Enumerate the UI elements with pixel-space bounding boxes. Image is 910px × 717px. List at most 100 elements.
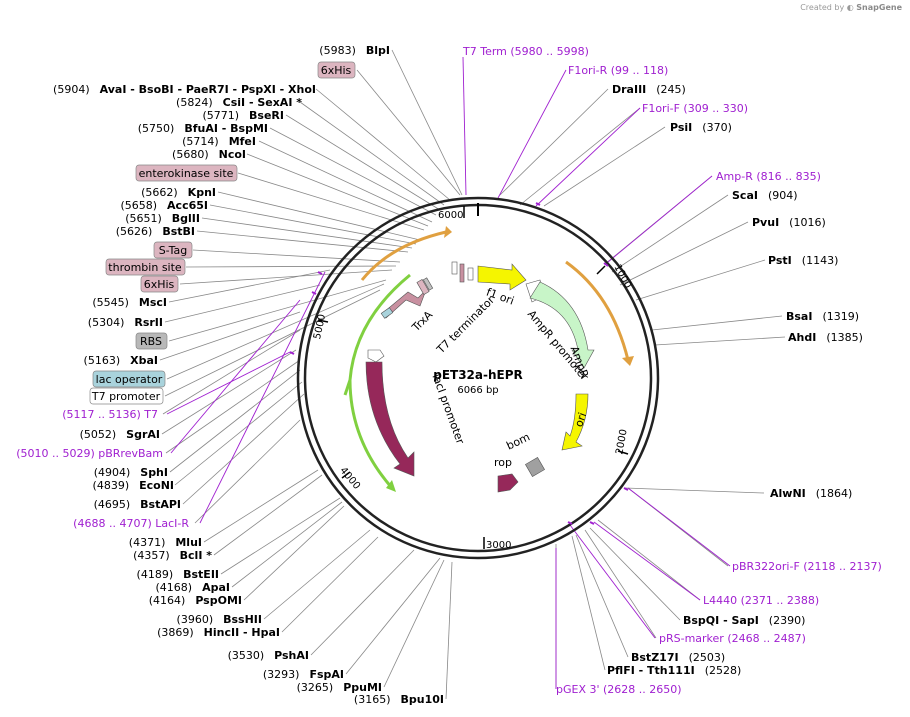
leader-lines (159, 49, 786, 700)
laciprom-feature (367, 349, 385, 363)
enzyme-bsteii: (4189)BstEII (137, 568, 219, 581)
label-bom: bom (504, 430, 532, 452)
enzyme-kpni: (5662)KpnI (141, 186, 216, 199)
primer-ampr: Amp-R (816 .. 835) (716, 170, 821, 183)
enzyme-fspai: (3293)FspAI (263, 668, 344, 681)
credit-brand: SnapGene (856, 3, 902, 12)
enzyme-ncoi: (5680)NcoI (172, 148, 246, 161)
credit-prefix: Created by (800, 3, 845, 12)
enzyme-bfuai: (5750)BfuAI - BspMI (138, 122, 268, 135)
enzyme-ppumi: (3265)PpuMI (297, 681, 382, 694)
tick-label-2000: 2000 (614, 428, 629, 455)
box-thrombin-label: thrombin site (108, 261, 182, 274)
box-6xhis-top: 6xHis (317, 61, 356, 79)
label-laciprom: lacI promoter (429, 372, 467, 446)
laci-feature (365, 361, 415, 477)
box-thrombin: thrombin site (105, 258, 186, 276)
snapgene-logo-icon: ◐ (846, 3, 854, 12)
box-stag-label: S-Tag (159, 244, 188, 257)
plasmid-name: pET32a-hEPR (433, 368, 523, 382)
primer-f1orif: F1ori-F (309 .. 330) (642, 102, 748, 115)
primer-f1orir: F1ori-R (99 .. 118) (568, 64, 668, 77)
enzyme-pspomi: (4164)PspOMI (149, 594, 242, 607)
orange-arc-top-head (444, 226, 452, 238)
orange-arc-top (360, 230, 447, 281)
box-lacop: lac operator (92, 370, 166, 388)
enzyme-bstz17i: BstZ17I(2503) (631, 651, 725, 664)
enzyme-bglii: (5651)BglII (125, 212, 200, 225)
box-rbs: RBS (135, 332, 168, 350)
box-enterokinase: enterokinase site (135, 164, 238, 182)
tick-label-5000: 5000 (312, 313, 328, 340)
enzyme-psti: PstI(1143) (768, 254, 838, 267)
box-t7prom-label: T7 promoter (91, 390, 161, 403)
left-enzyme-labels: (5983)BlpI (5904)AvaI - BsoBI - PaeR7I -… (53, 44, 444, 706)
green-arc-head (386, 480, 396, 492)
box-t7prom: T7 promoter (89, 387, 164, 405)
enzyme-acc65i: (5658)Acc65I (120, 199, 208, 212)
tick-label-6000: 6000 (438, 210, 463, 221)
enzyme-mfei: (5714)MfeI (182, 135, 256, 148)
tick-label-1000: 1000 (611, 263, 633, 291)
enzyme-draiii: DraIII(245) (612, 83, 686, 96)
enzyme-pvui: PvuI(1016) (752, 216, 826, 229)
enzyme-alwni: AlwNI(1864) (770, 487, 852, 500)
plasmid-length: 6066 bp (457, 385, 498, 396)
enzyme-bsai: BsaI(1319) (786, 310, 859, 323)
enzyme-econi: (4839)EcoNI (93, 479, 174, 492)
label-trxa: TrxA (409, 308, 436, 335)
box-6xhis-label: 6xHis (144, 278, 175, 291)
enzyme-bcli: (4357)BclI * (133, 549, 212, 562)
enzyme-bpu10i: (3165)Bpu10I (354, 693, 444, 706)
boxed-feature-labels: 6xHis enterokinase site S-Tag thrombin s… (89, 61, 356, 405)
primer-lacir: (4688 .. 4707) LacI-R (73, 517, 189, 530)
primer-pbrrevbam: (5010 .. 5029) pBRrevBam (16, 447, 163, 460)
bom-feature (525, 457, 545, 477)
enzyme-bstbi: (5626)BstBI (116, 225, 195, 238)
primer-prsmarker: pRS-marker (2468 .. 2487) (659, 632, 806, 645)
enzyme-hincii: (3869)HincII - HpaI (157, 626, 280, 639)
enzyme-ahdi: AhdI(1385) (788, 331, 863, 344)
enzyme-apai: (4168)ApaI (156, 581, 230, 594)
label-laci: lacI (385, 401, 401, 422)
label-rop: rop (494, 456, 512, 469)
box-6xhis: 6xHis (140, 275, 179, 293)
primer-t7term: T7 Term (5980 .. 5998) (462, 45, 589, 58)
orange-arc-right-head (622, 356, 634, 366)
backbone-outer (296, 196, 660, 560)
enzyme-csii: (5824)CsiI - SexAI * (176, 96, 302, 109)
f1ori-feature (477, 263, 527, 291)
box-stag: S-Tag (153, 241, 193, 259)
trxa-small-features (380, 261, 474, 319)
box-rbs-label: RBS (140, 335, 162, 348)
enzyme-psii: PsiI(370) (670, 121, 732, 134)
rop-feature (497, 473, 519, 493)
box-6xhis-top-label: 6xHis (321, 64, 352, 77)
tick-label-4000: 4000 (337, 465, 362, 492)
box-enterokinase-label: enterokinase site (139, 167, 234, 180)
tick-marks (317, 206, 629, 549)
enzyme-bsshii: (3960)BssHII (177, 613, 262, 626)
enzyme-mlui: (4371)MluI (129, 536, 202, 549)
box-lacop-label: lac operator (96, 373, 163, 386)
enzyme-blpi: (5983)BlpI (319, 44, 390, 57)
green-arc-small (343, 379, 352, 396)
enzyme-sgrai: (5052)SgrAI (80, 428, 160, 441)
enzyme-bspqi: BspQI - SapI(2390) (683, 614, 805, 627)
enzyme-bstapi: (4695)BstAPI (94, 498, 181, 511)
enzyme-pshai: (3530)PshAI (228, 649, 309, 662)
label-t7terminator: T7 terminator (434, 293, 498, 357)
enzyme-xbai: (5163)XbaI (84, 354, 158, 367)
enzyme-msci: (5545)MscI (92, 296, 167, 309)
ampr-feature (529, 281, 595, 369)
primer-leaders (166, 56, 731, 689)
right-enzyme-labels: DraIII(245) PsiI(370) ScaI(904) PvuI(101… (607, 83, 863, 677)
orange-arc-right (565, 260, 630, 361)
enzyme-sphi: (4904)SphI (94, 466, 168, 479)
primer-t7: (5117 .. 5136) T7 (62, 408, 158, 421)
enzyme-bseri: (5771)BseRI (202, 109, 284, 122)
primer-pgex3: pGEX 3' (2628 .. 2650) (556, 683, 682, 696)
tick-label-3000: 3000 (486, 540, 511, 551)
primer-pbr322orif: pBR322ori-F (2118 .. 2137) (732, 560, 882, 573)
